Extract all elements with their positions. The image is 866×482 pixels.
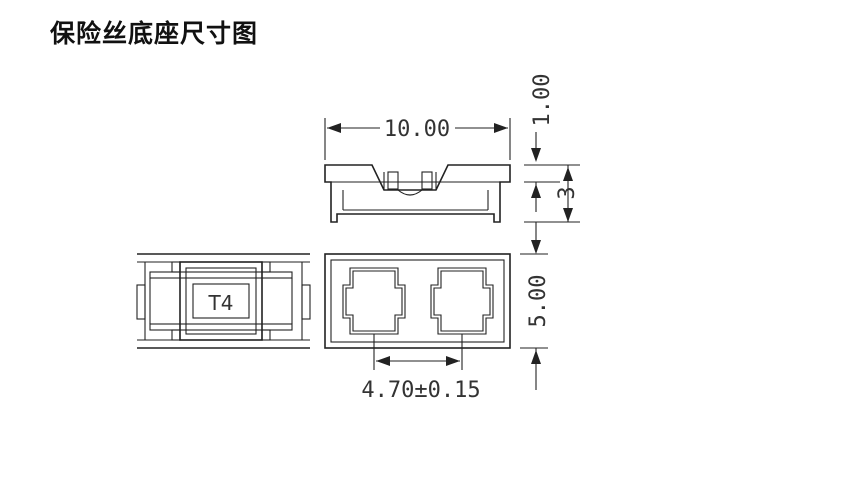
bottom-view [324,253,511,349]
length-label: 10.00 [384,117,450,142]
height-dimension: 3 [524,165,580,254]
marking-label: T4 [208,291,234,315]
width-dimension: 5.00 [520,253,551,390]
pitch-label: 4.70±0.15 [361,378,480,403]
top-gap-label: 1.00 [530,74,555,127]
height-label: 3 [555,186,580,199]
page-title: 保险丝底座尺寸图 [50,19,259,48]
top-view: T4 [136,253,311,349]
width-label: 5.00 [526,275,551,328]
side-view [324,164,511,223]
top-gap-dimension: 1.00 [524,74,580,212]
length-dimension: 10.00 [324,117,511,160]
pitch-dimension: 4.70±0.15 [361,334,481,403]
